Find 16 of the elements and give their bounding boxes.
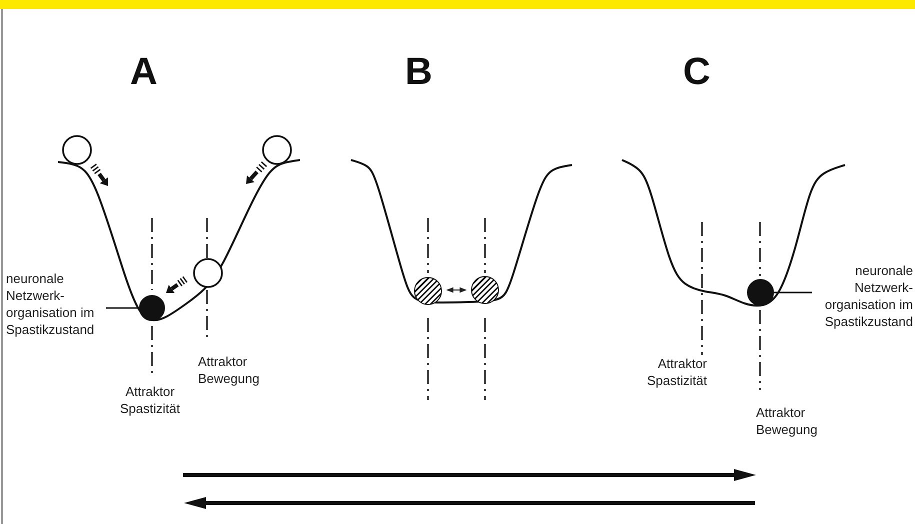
attractor-label: Attraktor Bewegung [198, 353, 260, 387]
ball [747, 279, 774, 306]
hatched-ball [414, 277, 442, 305]
panel-letter: B [405, 52, 432, 92]
attractor-label: Attraktor Spastizität [646, 355, 707, 389]
attractor-label: Attraktor Bewegung [756, 404, 818, 438]
annotation-text: neuronale Netzwerk- organisation im Spastikzustand [824, 262, 913, 330]
annotation-text: neuronale Netzwerk- organisation im Spastikzustand [6, 270, 96, 338]
panel-letter: C [683, 52, 710, 92]
double-arrow [446, 287, 467, 293]
attractor-label: Attraktor Spastizität [119, 383, 181, 417]
leader-line [774, 292, 812, 294]
leader-line [106, 307, 139, 309]
panel-letter: A [130, 52, 158, 92]
ball [139, 295, 165, 321]
hatched-ball [471, 276, 499, 304]
